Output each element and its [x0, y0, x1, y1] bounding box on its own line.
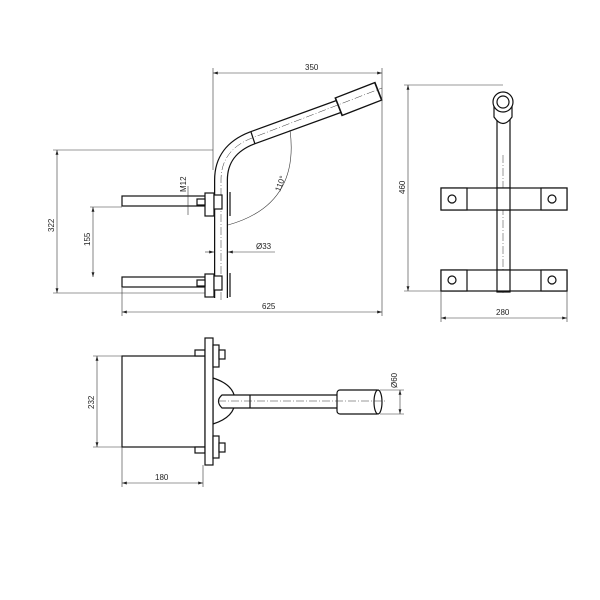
- mount-plate: [204, 337, 214, 466]
- bracket-box: [121, 355, 206, 448]
- dim-155: 155: [83, 232, 92, 246]
- pipe-diameter-label: Ø33: [256, 242, 272, 251]
- dim-232: 232: [87, 395, 96, 409]
- lower-clamp: [204, 273, 215, 298]
- top-view: 232 180 Ø60: [87, 337, 404, 487]
- angle-label: 110°: [273, 175, 287, 193]
- front-view: 110° 350 322 155 M12 Ø33 625: [47, 63, 383, 316]
- dim-625: 625: [262, 302, 276, 311]
- lower-bracket: [440, 269, 568, 292]
- thread-label: M12: [179, 176, 188, 192]
- upper-rod: [121, 195, 208, 207]
- angle-arc: [227, 129, 292, 226]
- dim-322: 322: [47, 218, 56, 232]
- lower-rod: [121, 276, 208, 288]
- pipe-outline: [214, 99, 343, 298]
- upper-clamp: [204, 192, 215, 217]
- dim-350: 350: [305, 63, 319, 72]
- dim-180: 180: [155, 473, 169, 482]
- dim-460: 460: [398, 180, 407, 194]
- pipe-fill: [215, 100, 342, 300]
- upper-bracket: [440, 187, 568, 211]
- dim-280: 280: [496, 308, 510, 317]
- sleeve-fill: [336, 83, 381, 115]
- top-pipe: [217, 394, 345, 409]
- sleeve-diameter-label: Ø60: [390, 372, 399, 388]
- side-view: 460 280: [398, 84, 568, 322]
